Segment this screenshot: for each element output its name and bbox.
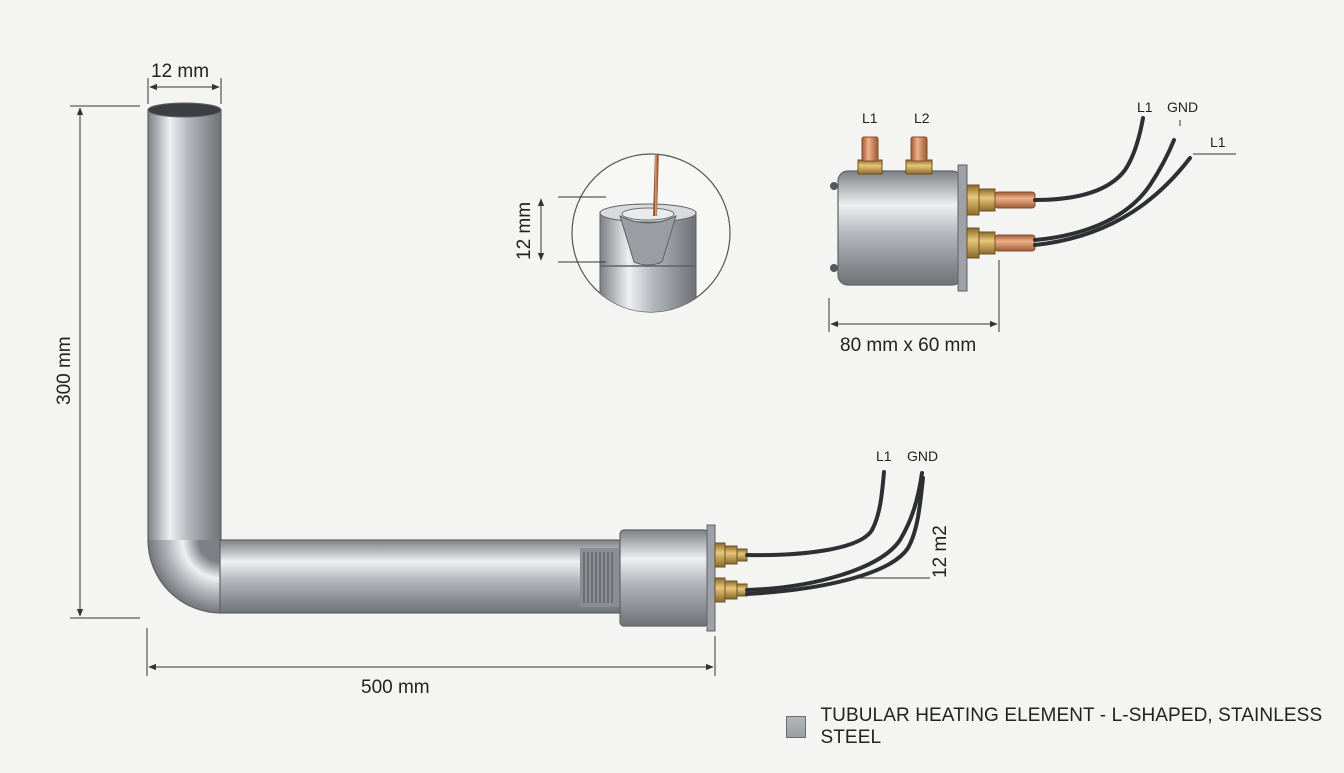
legend-text: TUBULAR HEATING ELEMENT - L-SHAPED, STAI… [820, 705, 1323, 748]
main-cables [745, 470, 925, 596]
box-gland-bottom [966, 227, 1036, 259]
box-wire-l1-b: L1 [1210, 134, 1226, 150]
horizontal-length-label: 500 mm [361, 677, 430, 698]
box-wire-gnd: GND [1167, 99, 1198, 115]
legend-swatch [786, 716, 807, 738]
vertical-length-label: 300 mm [54, 336, 75, 405]
dimension-horizontal-length: 500 mm [146, 628, 716, 698]
tube-diameter-label: 12 mm [151, 61, 209, 82]
housing-size-label: 80 mm x 60 mm [840, 335, 976, 356]
dimension-tube-diameter: 12 mm [147, 61, 222, 104]
cable-cross-section-label: 12 m2 [930, 525, 951, 578]
cross-section-detail: 12 mm [514, 153, 731, 313]
dimension-housing-size: 80 mm x 60 mm [828, 260, 1000, 356]
main-terminal-l1: L1 [876, 448, 892, 464]
l-shaped-tube [147, 102, 621, 614]
box-gland-top [966, 184, 1036, 216]
threaded-section [580, 548, 620, 607]
detail-diameter-label: 12 mm [514, 202, 535, 260]
box-cables [1033, 116, 1192, 247]
box-terminal-l2 [905, 136, 933, 175]
terminal-housing [619, 524, 748, 632]
cable-gland-bottom [714, 577, 748, 603]
box-top-terminal-l2: L2 [914, 110, 930, 126]
box-terminal-l1 [857, 136, 883, 175]
box-top-terminal-l1: L1 [862, 110, 878, 126]
legend: TUBULAR HEATING ELEMENT - L-SHAPED, STAI… [786, 705, 1344, 748]
box-wire-l1-a: L1 [1137, 99, 1153, 115]
junction-box [830, 136, 1036, 292]
cable-gland-top [714, 542, 748, 568]
dimension-vertical-length: 300 mm [54, 105, 140, 619]
main-terminal-gnd: GND [907, 448, 938, 464]
